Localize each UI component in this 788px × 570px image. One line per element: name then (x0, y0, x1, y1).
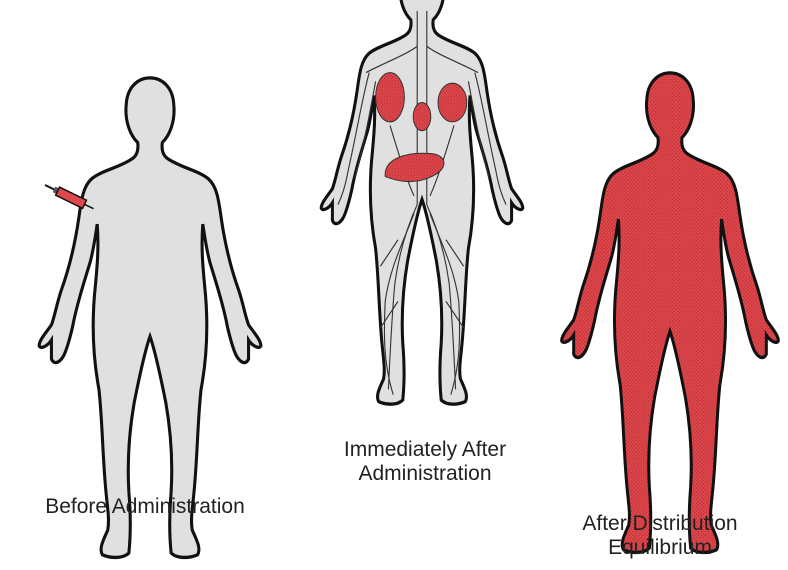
caption-line: After Distribution (540, 512, 780, 536)
figure-before-administration (39, 78, 261, 558)
caption-after-distribution: After Distribution Equilibrium (540, 512, 780, 560)
figure-after-distribution (562, 73, 779, 553)
caption-line: Before Administration (15, 495, 275, 519)
caption-immediately-after: Immediately After Administration (290, 438, 560, 486)
body-silhouette (562, 73, 779, 553)
figure-immediately-after (321, 0, 523, 404)
caption-line: Administration (290, 462, 560, 486)
body-silhouette (321, 0, 523, 404)
heart-region (413, 103, 431, 131)
lung-left-region (376, 73, 405, 122)
body-silhouette (39, 78, 261, 558)
caption-before-administration: Before Administration (15, 495, 275, 519)
lung-right-region (438, 83, 467, 122)
caption-line: Equilibrium (540, 536, 780, 560)
caption-line: Immediately After (290, 438, 560, 462)
